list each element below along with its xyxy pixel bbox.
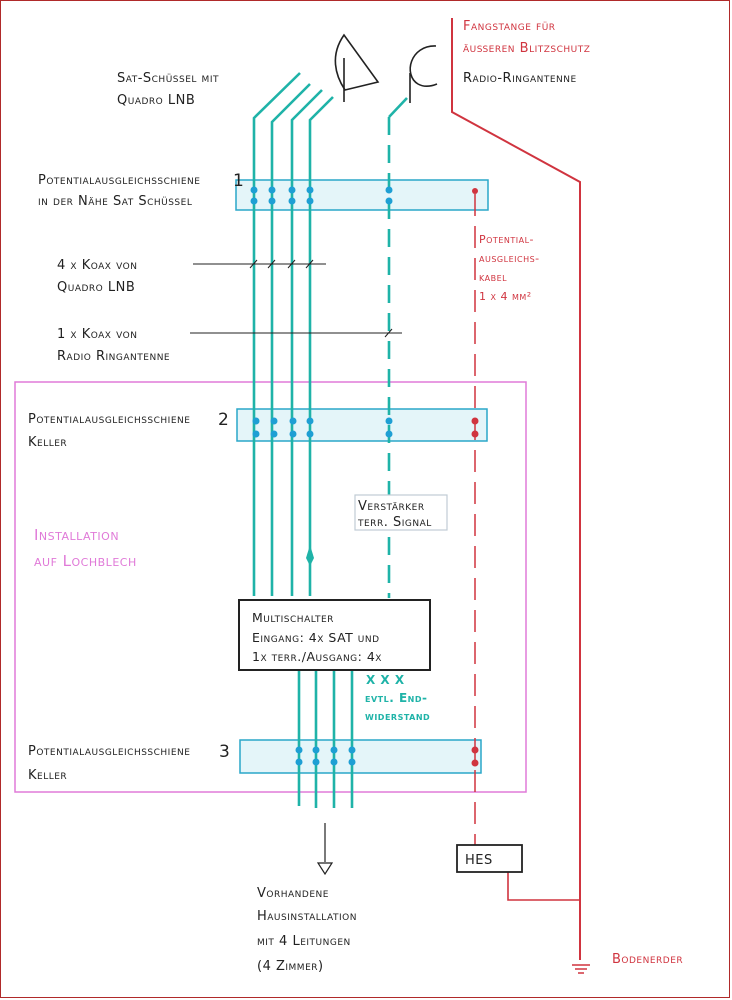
rail-1-number: 1 — [233, 171, 244, 191]
amplifier-label-line2: terr. Signal — [357, 515, 432, 530]
installation-label-line2: auf Lochblech — [34, 552, 137, 570]
radio-coax-top — [388, 97, 408, 118]
amplifier-label-line1: Verstärker — [358, 499, 425, 514]
rail-3-red-terminal-2 — [471, 759, 479, 767]
termination-marks: X X X — [366, 673, 405, 687]
termination-label-line1: evtl. End- — [365, 691, 427, 705]
hes-ground-link — [507, 872, 580, 901]
rail-2-number: 2 — [218, 410, 229, 430]
multiswitch-box — [238, 599, 431, 671]
ground-symbol-icon — [572, 964, 590, 974]
multiswitch-title: Multischalter — [252, 610, 334, 625]
cable-arrow-icon — [306, 545, 314, 566]
house-label-line2: Hausinstallation — [257, 909, 357, 924]
koax1-label-line2: Radio Ringantenne — [57, 349, 170, 364]
hes-label: HES — [465, 853, 493, 868]
potential-rail-3 — [239, 739, 482, 774]
koax1-tick-mark — [384, 328, 393, 338]
house-label-line3: mit 4 Leitungen — [257, 934, 351, 949]
lightning-rod-label-line2: äußeren Blitzschutz — [463, 41, 590, 56]
ground-electrode-label: Bodenerder — [612, 952, 683, 967]
radio-antenna-label: Radio-Ringantenne — [463, 71, 577, 86]
down-arrow-icon — [316, 862, 334, 876]
sat-dish-icon — [334, 33, 380, 102]
rail-1-label-line2: in der Nähe Sat Schüssel — [38, 194, 192, 209]
rail-2-terminals — [252, 417, 393, 438]
multiswitch-spec-line2: 1x terr./Ausgang: 4x — [252, 649, 382, 664]
sat-dish-label-line2: Quadro LNB — [117, 93, 195, 108]
rail-1-label-line1: Potentialausgleichsschiene — [38, 173, 200, 188]
installation-area-box — [14, 381, 527, 793]
rail-3-label-line2: Keller — [28, 768, 67, 783]
koax1-label-line1: 1 x Koax von — [57, 327, 137, 342]
termination-label-line2: widerstand — [365, 709, 430, 723]
hes-box — [456, 844, 523, 873]
rail-1-red-terminal — [472, 188, 478, 194]
koax4-label-line1: 4 x Koax von — [57, 258, 137, 273]
lightning-rod-line — [451, 18, 581, 960]
rail-3-number: 3 — [219, 742, 230, 762]
rail-1-terminals — [250, 186, 393, 205]
lightning-rod-label-line1: Fangstange für — [463, 19, 556, 34]
koax4-label-line2: Quadro LNB — [57, 280, 135, 295]
pe-cable-label-line4: 1 x 4 mm² — [479, 290, 532, 303]
rail-3-label-line1: Potentialausgleichsschiene — [28, 744, 190, 759]
rail-2-label-line2: Keller — [28, 435, 67, 450]
installation-label-line1: Installation — [34, 526, 119, 544]
output-cables — [297, 671, 354, 808]
rail-3-terminals — [295, 746, 356, 766]
multiswitch-spec-line1: Eingang: 4x SAT und — [252, 630, 380, 645]
sat-coax-2 — [270, 83, 311, 596]
potential-rail-1 — [235, 179, 489, 211]
potential-rail-2 — [236, 408, 488, 442]
sat-dish-label-line1: Sat-Schüssel mit — [117, 71, 219, 86]
house-label-line4: (4 Zimmer) — [257, 959, 324, 974]
rail-2-label-line1: Potentialausgleichsschiene — [28, 412, 190, 427]
pe-cable-label-line1: Potential- — [479, 233, 534, 246]
house-label-line1: Vorhandene — [257, 886, 329, 901]
koax4-tick-marks — [249, 259, 314, 269]
pe-cable-label-line3: kabel — [479, 271, 507, 284]
ring-antenna-icon — [409, 45, 438, 103]
sat-coax-cables — [252, 72, 334, 596]
pe-cable-label-line2: ausgleichs- — [479, 252, 540, 265]
sat-coax-3 — [290, 89, 323, 596]
sat-coax-4 — [308, 96, 334, 596]
amplifier-box — [354, 494, 448, 531]
